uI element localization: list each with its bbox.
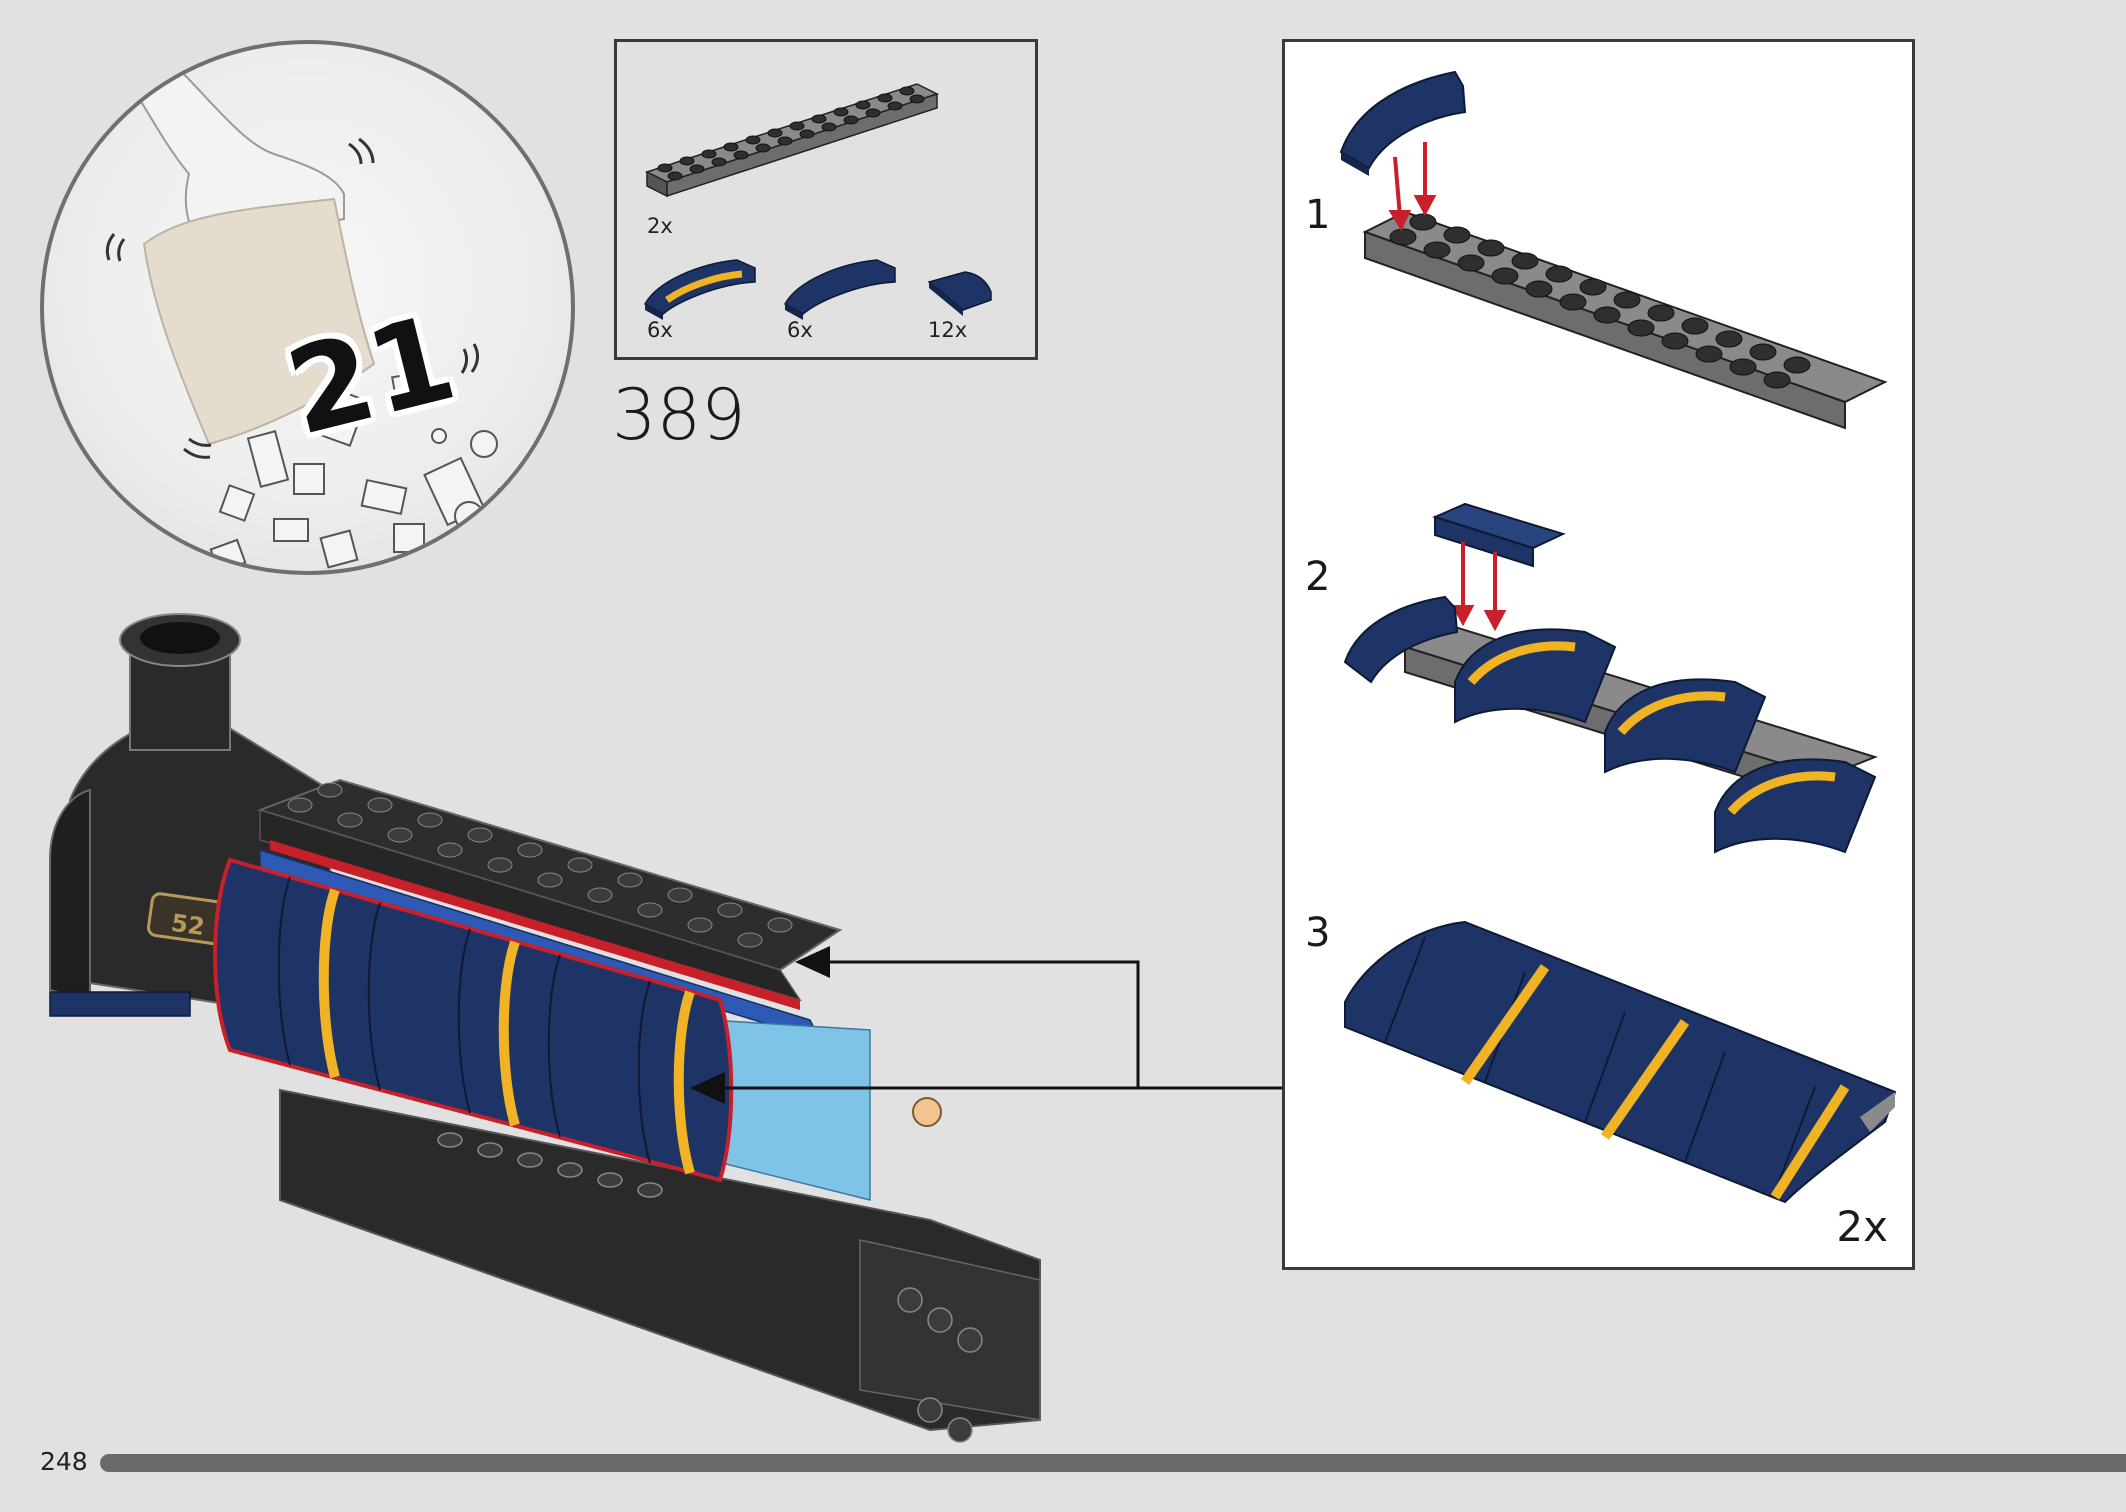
subassembly-multiplier: 2x (1836, 1202, 1888, 1251)
substep-3-illustration (1344, 920, 1897, 1204)
substep-illustrations (1339, 70, 1897, 1204)
substep-number: 1 (1305, 192, 1331, 238)
blue-boiler-cover (213, 857, 734, 1183)
lamp-icon (912, 1097, 942, 1127)
substep-number: 3 (1305, 910, 1331, 956)
paper-bag-icon (142, 197, 376, 446)
bag-open-bubble: 21 (40, 40, 575, 575)
loco-number: 52 (169, 909, 206, 941)
substep-2-illustration (1343, 502, 1878, 854)
locomotive-boiler-model: 52 (49, 613, 1041, 1443)
progress-bar (100, 1454, 2126, 1472)
blue-curved-slope-icon (783, 259, 896, 320)
part-quantity: 2x (647, 214, 673, 238)
red-arrow-icon (1451, 542, 1507, 632)
substep-panel: 1 2 3 2x (1282, 39, 1915, 1270)
step-number: 389 (612, 374, 746, 456)
substep-1-illustration (1339, 70, 1888, 430)
buffer-beam (49, 991, 191, 1017)
blue-small-slope-icon (927, 271, 992, 316)
part-quantity: 6x (647, 318, 673, 342)
parts-list-box: 2x 6x 6x 12x (614, 39, 1038, 360)
substep-number: 2 (1305, 554, 1331, 600)
striped-curved-slope-icon (643, 259, 756, 320)
bag-illustration (105, 62, 529, 571)
part-quantity: 6x (787, 318, 813, 342)
page-number: 248 (40, 1447, 88, 1476)
chimney-icon (119, 613, 241, 751)
dark-grey-plate-icon (645, 83, 939, 198)
parts-illustrations (643, 83, 992, 320)
arrow-icon (795, 946, 830, 978)
arrow-icon (690, 1072, 725, 1104)
red-arrow-icon (1388, 142, 1437, 232)
part-quantity: 12x (928, 318, 968, 342)
